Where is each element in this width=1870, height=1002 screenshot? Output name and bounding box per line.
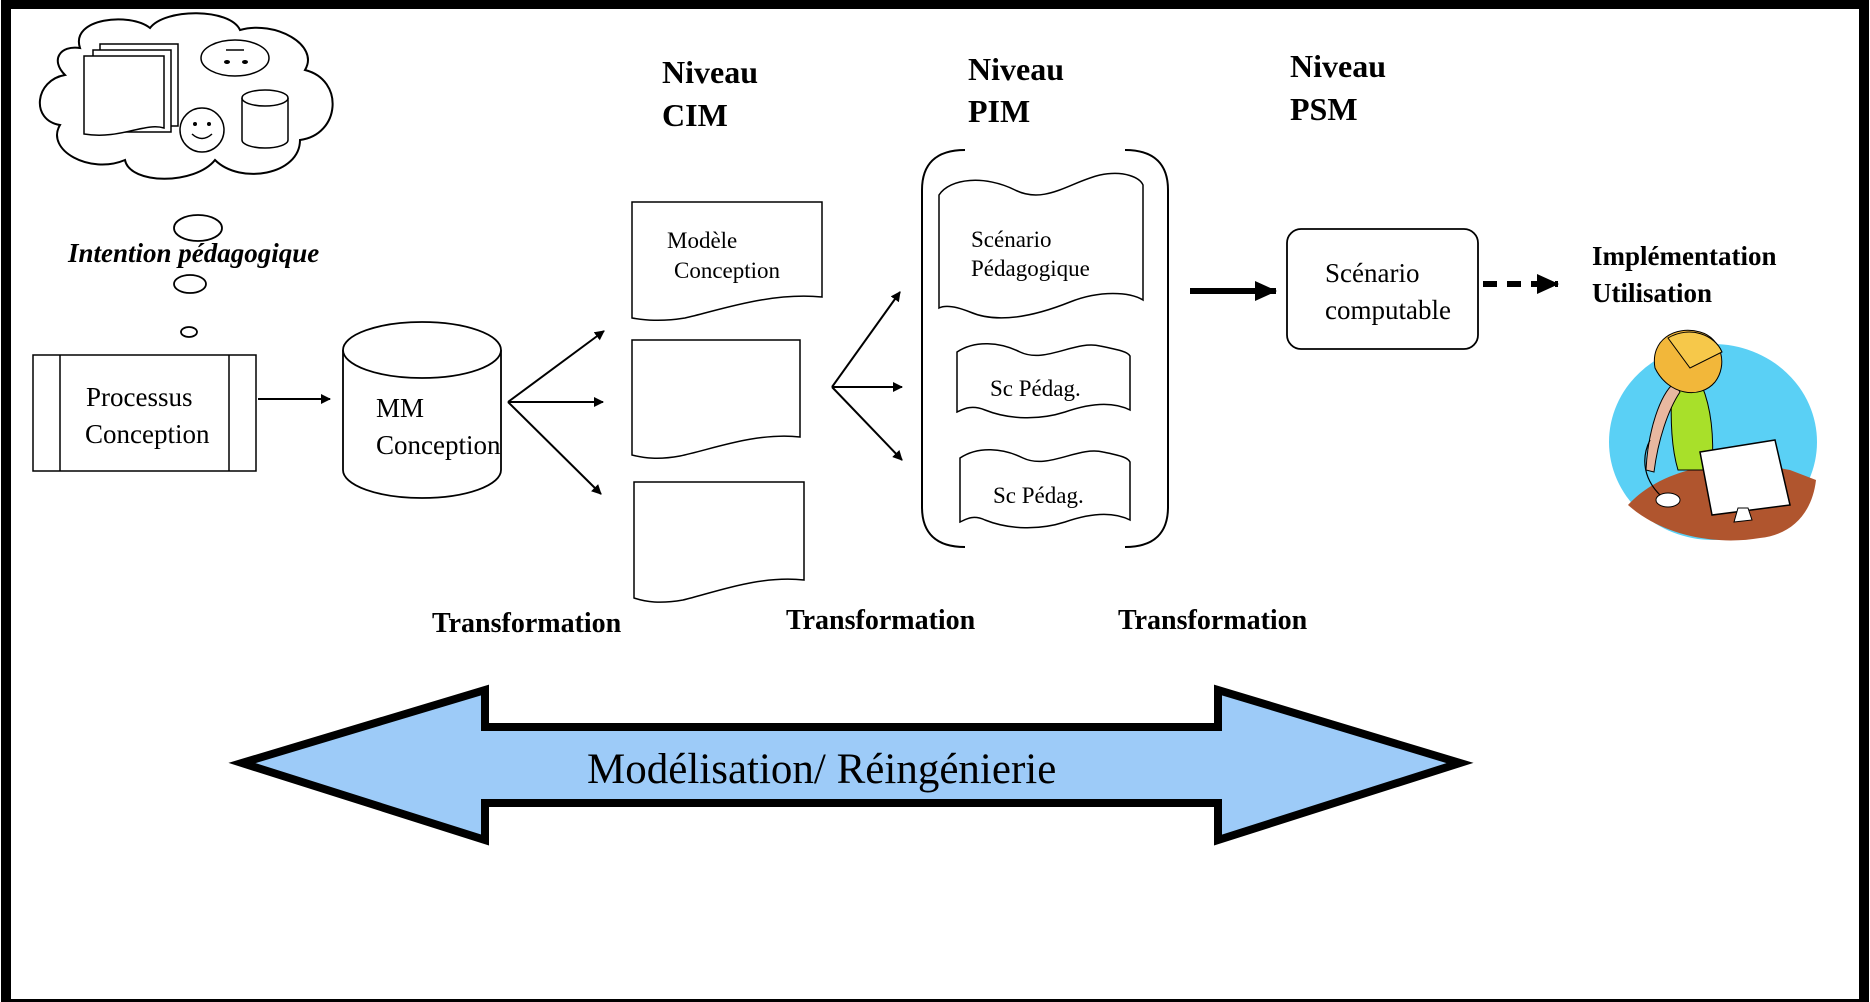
transformation-label-2: Transformation bbox=[786, 605, 976, 636]
level-pim-line2: PIM bbox=[968, 93, 1030, 129]
level-cim-line1: Niveau bbox=[662, 54, 758, 90]
pim-scenario-line2: Pédagogique bbox=[971, 256, 1090, 281]
database-icon bbox=[241, 89, 289, 149]
level-pim-line1: Niveau bbox=[968, 51, 1064, 87]
process-label-line1: Processus bbox=[86, 382, 193, 412]
cim-document-blank bbox=[631, 339, 801, 459]
thought-cloud bbox=[38, 12, 334, 180]
cim-document-blank bbox=[633, 481, 805, 603]
user-at-computer-illustration bbox=[1609, 329, 1817, 541]
cim-document-line2: Conception bbox=[674, 258, 781, 283]
process-label-line2: Conception bbox=[85, 419, 210, 449]
thought-bubble bbox=[173, 274, 207, 294]
metamodel-label-line2: Conception bbox=[376, 430, 501, 460]
pim-small-scenario-label: Sc Pédag. bbox=[993, 483, 1084, 508]
modeling-reengineering-double-arrow: Modélisation/ Réingénierie bbox=[228, 684, 1474, 846]
process-box: Processus Conception bbox=[32, 354, 257, 472]
level-psm-line2: PSM bbox=[1290, 91, 1358, 127]
fanout-arrows-pim bbox=[831, 291, 903, 461]
face-icon bbox=[200, 39, 270, 77]
psm-scenario-box: Scénario computable bbox=[1286, 228, 1479, 350]
pim-scenario-tape: Scénario Pédagogique bbox=[938, 172, 1144, 319]
output-line1: Implémentation bbox=[1592, 241, 1777, 271]
transformation-label-3: Transformation bbox=[1118, 605, 1308, 636]
metamodel-cylinder: MM Conception bbox=[342, 321, 502, 499]
cim-document-line1: Modèle bbox=[667, 228, 737, 253]
psm-scenario-line2: computable bbox=[1325, 295, 1451, 325]
stacked-documents-icon bbox=[83, 43, 179, 136]
metamodel-label-line1: MM bbox=[376, 393, 424, 423]
level-cim-line2: CIM bbox=[662, 97, 728, 133]
thought-bubble bbox=[180, 326, 198, 338]
transformation-label-1: Transformation bbox=[432, 608, 622, 639]
cim-document-model: Modèle Conception bbox=[631, 201, 823, 322]
pim-small-scenario-label: Sc Pédag. bbox=[990, 376, 1081, 401]
psm-scenario-line1: Scénario bbox=[1325, 258, 1419, 288]
thought-caption: Intention pédagogique bbox=[67, 238, 319, 268]
output-line2: Utilisation bbox=[1592, 278, 1712, 308]
level-psm-line1: Niveau bbox=[1290, 48, 1386, 84]
pim-scenario-line1: Scénario bbox=[971, 227, 1051, 252]
thought-bubble bbox=[173, 214, 223, 242]
pim-small-scenario: Sc Pédag. bbox=[956, 343, 1131, 419]
double-arrow-label: Modélisation/ Réingénierie bbox=[587, 746, 1056, 793]
pim-small-scenario: Sc Pédag. bbox=[959, 449, 1131, 529]
smiley-icon bbox=[179, 107, 225, 153]
pim-bracket bbox=[921, 149, 1169, 548]
fanout-arrows-cim bbox=[507, 330, 605, 495]
